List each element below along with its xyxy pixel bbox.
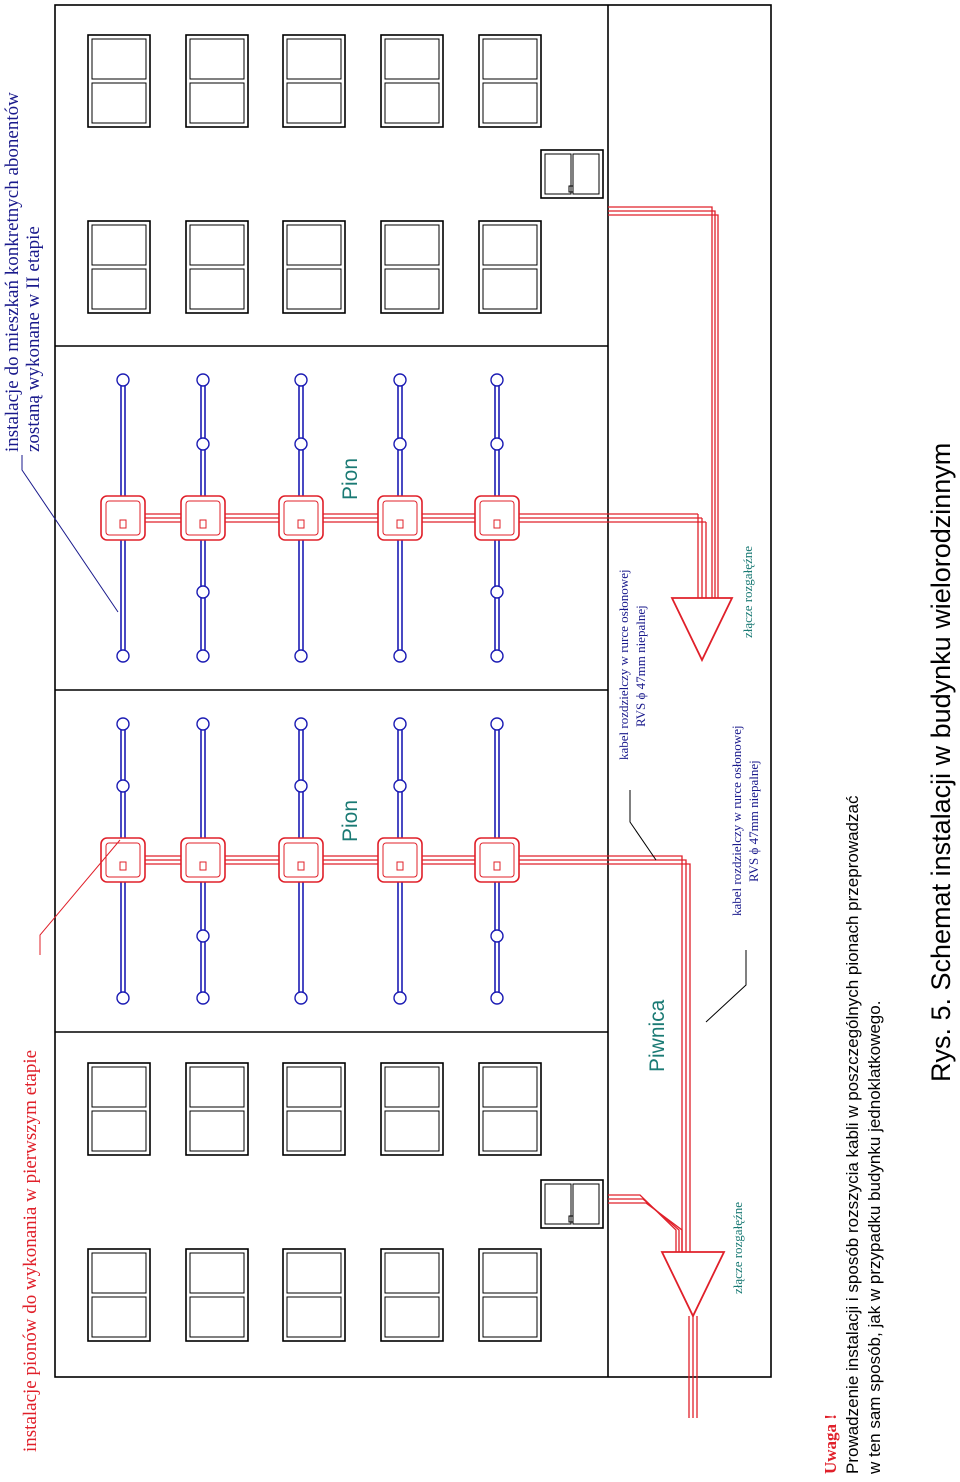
branch-joint-lower-symbol [660,1251,726,1319]
junction-boxes-group [100,495,520,883]
junction-box [180,495,226,541]
riser-node [490,437,504,451]
branch-joint-upper-symbol [670,597,734,663]
riser-node [393,779,407,793]
riser-node [116,717,130,731]
window [282,220,346,314]
riser-node [196,929,210,943]
riser-node [490,373,504,387]
window [282,1248,346,1342]
riser-node [393,991,407,1005]
cable-top-feed [608,206,719,598]
riser-node [196,373,210,387]
window [478,220,542,314]
window [185,34,249,128]
window [185,1062,249,1156]
window [87,220,151,314]
window [185,220,249,314]
riser-node [294,649,308,663]
warning-title: Uwaga ! [821,1414,840,1474]
pion-label-top: Pion [339,458,362,500]
joint-upper-label: złącze rozgałęźne [740,546,755,638]
cable-main-incoming [688,1316,698,1418]
riser-node [196,585,210,599]
warning-line1: Prowadzenie instalacji i sposób rozszyci… [843,795,862,1474]
riser-node [294,717,308,731]
cable-upper-label-line2: RVS ϕ 47mm niepalnej [633,605,648,727]
cabinet-door [540,149,604,199]
joint-lower-label: złącze rozgałęźne [730,1202,745,1294]
riser-node [196,991,210,1005]
riser-node [490,717,504,731]
phase2-label-line2: zostaną wykonane w II etapie [23,226,44,452]
riser-node [490,649,504,663]
riser-node [393,373,407,387]
cabinet-door [540,1179,604,1229]
riser-node [490,585,504,599]
cable-lower-label-line1: kabel rozdzielczy w rurce osłonowej [729,725,744,916]
window [185,1248,249,1342]
junction-box [100,837,146,883]
phase1-label: instalacje pionów do wykonania w pierwsz… [20,1050,41,1452]
riser-node [490,929,504,943]
cable-bottom-feed [608,1194,683,1252]
cable-middle-horizontal [123,855,691,1252]
junction-box [377,837,423,883]
building-outline [54,4,772,1378]
windows-group [87,34,542,1342]
cable-lower-label-line2: RVS ϕ 47mm niepalnej [746,760,761,882]
riser-node [393,717,407,731]
window [87,1062,151,1156]
window [478,1062,542,1156]
riser-node [294,437,308,451]
risers-group [116,373,504,1005]
junction-box [100,495,146,541]
cables-group [123,206,719,1418]
riser-node [116,649,130,663]
window [380,1248,444,1342]
piwnica-label: Piwnica [646,999,669,1072]
window [87,34,151,128]
riser-node [294,991,308,1005]
riser-node [116,991,130,1005]
phase2-label-line1: instalacje do mieszkań konkretnych abone… [2,92,23,452]
riser-node [116,373,130,387]
junction-box [278,495,324,541]
riser-node [393,649,407,663]
window [478,34,542,128]
cable-upper-leader [629,790,657,861]
riser-node [196,717,210,731]
phase1-leader [39,839,121,955]
cable-lower-leader [705,950,747,1023]
window [282,34,346,128]
riser-node [196,437,210,451]
junction-box [180,837,226,883]
phase2-leader [21,455,119,613]
junction-box [377,495,423,541]
riser-node [116,779,130,793]
leader-lines [21,455,747,1023]
riser-node [490,991,504,1005]
riser [116,717,130,1005]
window [282,1062,346,1156]
cable-upper-label-line1: kabel rozdzielczy w rurce osłonowej [616,569,631,760]
window [380,34,444,128]
window [87,1248,151,1342]
window [380,220,444,314]
pion-label-middle: Pion [339,800,362,842]
riser-node [196,649,210,663]
junction-box [278,837,324,883]
window [478,1248,542,1342]
junction-box [474,495,520,541]
doors-group [540,149,604,1229]
riser-node [294,779,308,793]
figure-caption: Rys. 5. Schemat instalacji w budynku wie… [926,443,956,1082]
riser-node [393,437,407,451]
riser-node [294,373,308,387]
window [380,1062,444,1156]
warning-line2: w ten sam sposób, jak w przypadku budynk… [865,1001,884,1475]
junction-box [474,837,520,883]
